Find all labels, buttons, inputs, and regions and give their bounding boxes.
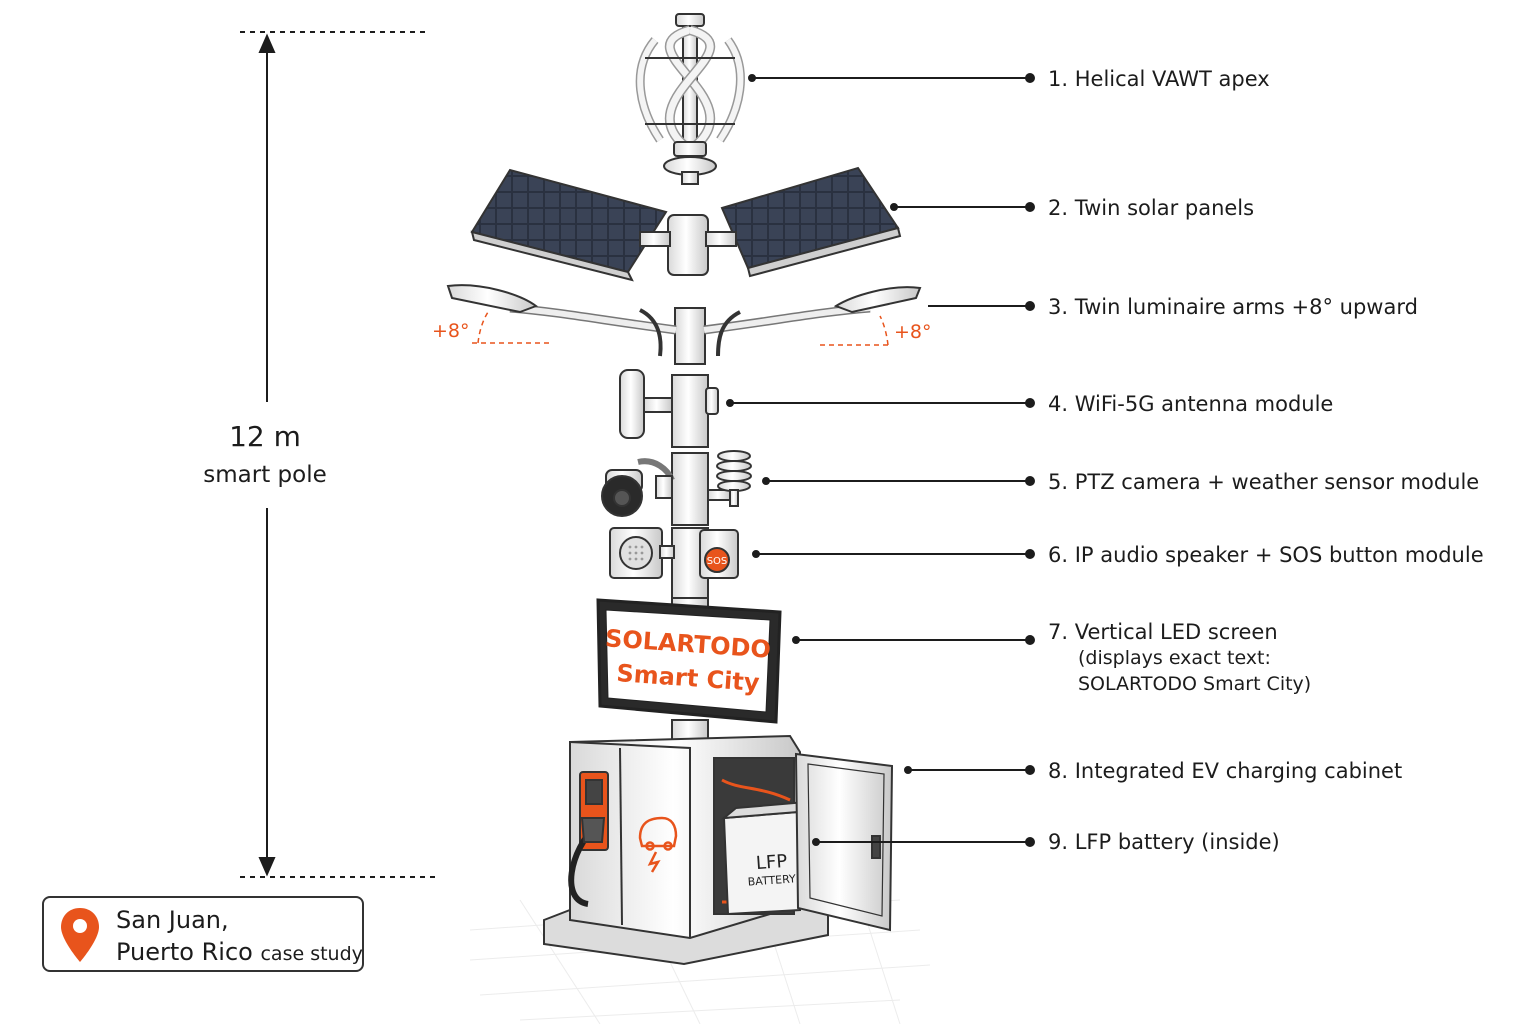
callout-number: 3. (1048, 295, 1069, 319)
callout-5: 5. PTZ camera + weather sensor module (1048, 469, 1479, 495)
led-screen (596, 598, 782, 724)
map-pin-icon (61, 908, 99, 962)
height-value: 12 m (229, 420, 301, 453)
ev-cabinet (543, 734, 894, 966)
sos-button-label: SOS (707, 556, 728, 567)
callout-number: 1. (1048, 67, 1069, 91)
callout-7: 7. Vertical LED screen (displays exact t… (1048, 619, 1311, 697)
battery-sublabel: BATTERY (747, 872, 796, 888)
callout-4: 4. WiFi-5G antenna module (1048, 391, 1333, 417)
camera-weather-module (601, 450, 752, 517)
location-badge: San Juan, Puerto Rico case study (42, 896, 364, 972)
callout-number: 5. (1048, 470, 1069, 494)
callout-number: 6. (1048, 543, 1069, 567)
callout-text: PTZ camera + weather sensor module (1074, 470, 1480, 494)
callout-text: Twin solar panels (1074, 196, 1255, 220)
callout-2: 2. Twin solar panels (1048, 195, 1254, 221)
location-suffix: case study (260, 943, 363, 965)
callout-number: 9. (1048, 830, 1069, 854)
callout-text: WiFi-5G antenna module (1074, 392, 1334, 416)
callout-6: 6. IP audio speaker + SOS button module (1048, 542, 1484, 568)
luminaire-arms (446, 284, 922, 357)
location-region: Puerto Rico (116, 938, 253, 966)
callout-text: IP audio speaker + SOS button module (1074, 543, 1484, 567)
callout-number: 8. (1048, 759, 1069, 783)
callout-text: Twin luminaire arms +8° upward (1074, 295, 1418, 319)
callout-7-sub-2: SOLARTODO Smart City) (1078, 673, 1312, 695)
callout-text: Helical VAWT apex (1074, 67, 1270, 91)
speaker-sos-module (609, 527, 739, 579)
callout-text: LFP battery (inside) (1074, 830, 1280, 854)
antenna-module (619, 369, 719, 439)
angle-indicators (472, 311, 890, 346)
callout-number: 2. (1048, 196, 1069, 220)
pole-shaft (671, 307, 709, 751)
callout-text: Vertical LED screen (1074, 620, 1278, 644)
callout-number: 7. (1048, 620, 1069, 644)
dimension-line (240, 31, 435, 878)
height-label: smart pole (203, 462, 327, 488)
leader-lines (726, 73, 1035, 847)
callout-8: 8. Integrated EV charging cabinet (1048, 758, 1402, 784)
left-angle-label: +8° (432, 320, 470, 342)
speaker-grille (628, 545, 644, 561)
location-region-line: Puerto Rico case study (116, 938, 363, 966)
location-city: San Juan, (116, 906, 229, 934)
solar-panels (470, 166, 902, 282)
callout-number: 4. (1048, 392, 1069, 416)
right-angle-label: +8° (894, 321, 932, 343)
callout-text: Integrated EV charging cabinet (1074, 759, 1403, 783)
vawt-turbine (635, 13, 745, 185)
callout-3: 3. Twin luminaire arms +8° upward (1048, 294, 1418, 320)
callout-1: 1. Helical VAWT apex (1048, 66, 1270, 92)
battery-label: LFP (755, 851, 788, 874)
callout-7-sub-1: (displays exact text: (1078, 647, 1271, 669)
ev-car-icon (638, 816, 678, 873)
callout-9: 9. LFP battery (inside) (1048, 829, 1280, 855)
